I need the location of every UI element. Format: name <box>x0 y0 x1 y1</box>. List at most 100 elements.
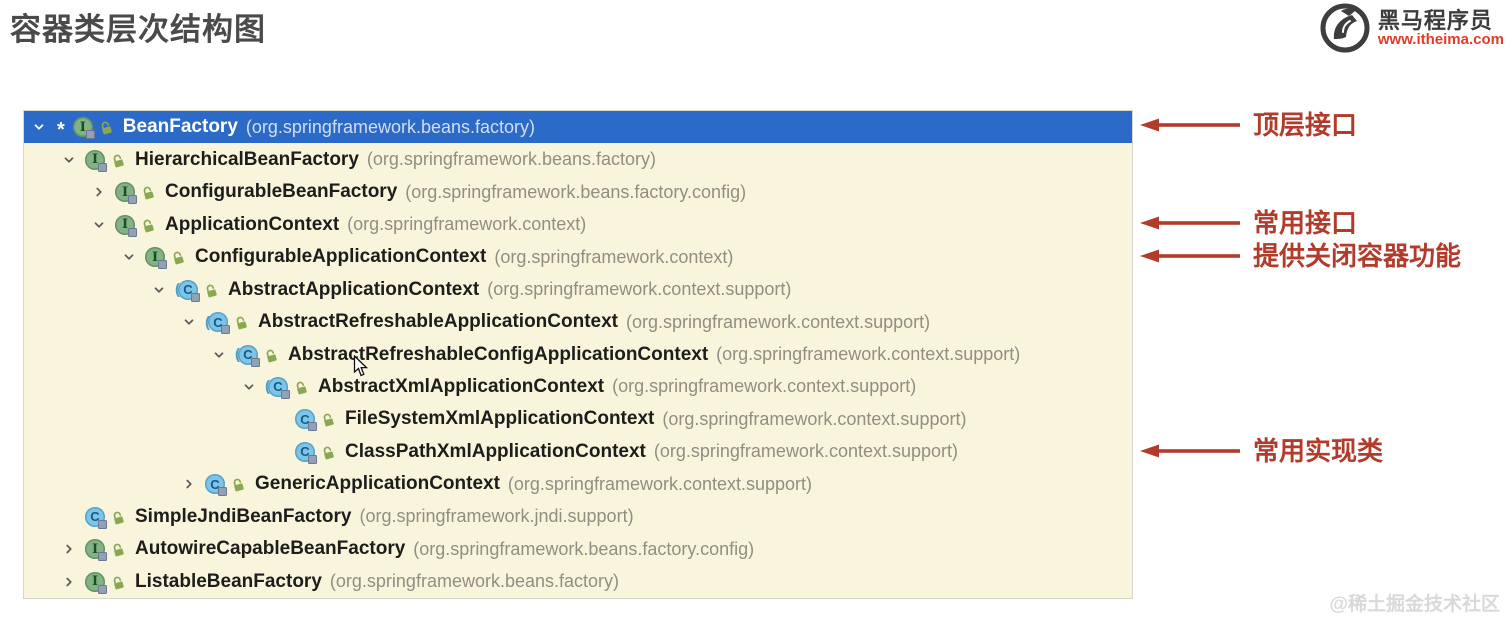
chevron-down-icon[interactable] <box>181 314 197 330</box>
package-name: (org.springframework.context.support) <box>612 376 917 397</box>
watermark: @稀土掘金技术社区 <box>1329 594 1500 615</box>
class-icon: (C <box>205 312 230 335</box>
annotation-label: 常用实现类 <box>1253 436 1384 467</box>
modifier-badge <box>158 260 167 270</box>
indent <box>24 257 121 258</box>
class-name: ListableBeanFactory <box>135 570 322 592</box>
lock-icon <box>320 411 336 427</box>
annotation-3: 常用实现类 <box>1140 438 1383 464</box>
indent <box>24 322 181 323</box>
indent <box>24 127 31 128</box>
indent <box>24 354 211 355</box>
abstract-marker: ( <box>265 378 270 395</box>
indent <box>24 386 241 387</box>
lock-icon <box>140 217 156 233</box>
interface-icon: I <box>85 149 107 172</box>
class-name: AbstractRefreshableApplicationContext <box>258 311 619 333</box>
modifier-badge <box>191 292 200 302</box>
lock-icon <box>110 541 126 557</box>
interface-icon: I <box>115 182 137 205</box>
class-name: FileSystemXmlApplicationContext <box>345 408 655 430</box>
modifier-badge <box>128 227 137 237</box>
chevron-right-icon[interactable] <box>181 476 197 492</box>
package-name: (org.springframework.context.support) <box>626 311 931 332</box>
class-icon: C <box>85 506 107 529</box>
chevron-right-icon[interactable] <box>91 184 107 200</box>
chevron-down-icon[interactable] <box>91 217 107 233</box>
chevron-right-icon[interactable] <box>61 574 77 590</box>
tree-row-AbstractXmlApplicationContext[interactable]: (CAbstractXmlApplicationContext(org.spri… <box>24 371 1132 403</box>
annotation-label: 提供关闭容器功能 <box>1253 240 1462 271</box>
indent <box>24 516 61 517</box>
abstract-marker: ( <box>205 314 210 331</box>
package-name: (org.springframework.jndi.support) <box>359 506 634 527</box>
modifier-badge <box>98 584 107 594</box>
chevron-down-icon[interactable] <box>31 119 47 135</box>
package-name: (org.springframework.beans.factory) <box>329 571 620 592</box>
tree-row-AbstractRefreshableConfigApplicationContext[interactable]: (CAbstractRefreshableConfigApplicationCo… <box>24 338 1132 370</box>
modifier-badge <box>128 195 137 205</box>
modifier-badge <box>98 162 107 172</box>
tree-row-ConfigurableBeanFactory[interactable]: I ConfigurableBeanFactory (org.springframe… <box>24 176 1132 208</box>
tree-row-SimpleJndiBeanFactory[interactable]: C SimpleJndiBeanFactory (org.springframewo… <box>24 501 1132 533</box>
left-arrow-icon <box>1140 118 1240 132</box>
chevron-down-icon[interactable] <box>211 347 227 363</box>
lock-icon <box>110 509 126 525</box>
class-name: AbstractXmlApplicationContext <box>318 375 605 397</box>
class-icon: C <box>295 409 317 432</box>
package-name: (org.springframework.context.support) <box>716 344 1021 365</box>
annotation-0: 顶层接口 <box>1140 112 1357 138</box>
lock-icon <box>98 119 114 135</box>
lock-icon <box>320 444 336 460</box>
logo-brand-text: 黑马程序员 <box>1377 7 1493 33</box>
modifier-badge <box>251 357 260 367</box>
interface-icon: I <box>145 247 167 270</box>
left-arrow-icon <box>1140 216 1240 230</box>
logo-text: 黑马程序员 www.itheima.com <box>1377 7 1504 48</box>
annotation-2: 提供关闭容器功能 <box>1140 243 1461 269</box>
page-title: 容器类层次结构图 <box>10 12 266 47</box>
chevron-down-icon[interactable] <box>121 249 137 265</box>
package-name: (org.springframework.context.support) <box>662 408 967 429</box>
class-name: ConfigurableBeanFactory <box>165 181 398 203</box>
chevron-right-icon[interactable] <box>61 541 77 557</box>
chevron-down-icon[interactable] <box>151 282 167 298</box>
tree-row-FileSystemXmlApplicationContext[interactable]: C FileSystemXmlApplicationContext (org.spr… <box>24 403 1132 435</box>
abstract-marker: ( <box>235 346 240 363</box>
class-name: HierarchicalBeanFactory <box>135 148 359 170</box>
chevron-spacer <box>271 411 287 427</box>
package-name: (org.springframework.context.support) <box>487 279 792 300</box>
class-name: GenericApplicationContext <box>255 473 500 495</box>
chevron-down-icon[interactable] <box>241 379 257 395</box>
chevron-down-icon[interactable] <box>61 152 77 168</box>
annotation-label: 顶层接口 <box>1253 110 1358 141</box>
modifier-badge <box>221 325 230 335</box>
class-name: SimpleJndiBeanFactory <box>135 505 352 527</box>
modifier-badge <box>85 130 95 140</box>
package-name: (org.springframework.context) <box>347 214 587 235</box>
class-icon: C <box>295 441 317 464</box>
class-icon: C <box>205 474 227 497</box>
tree-row-AbstractRefreshableApplicationContext[interactable]: (C AbstractRefreshableApplicationContext (… <box>24 306 1132 338</box>
lock-icon <box>263 347 279 363</box>
interface-icon: I <box>115 214 137 237</box>
package-name: (org.springframework.beans.factory.confi… <box>405 181 747 202</box>
indent <box>24 484 181 485</box>
indent <box>24 549 61 550</box>
modifier-badge <box>218 487 227 497</box>
class-name: ClassPathXmlApplicationContext <box>345 440 646 462</box>
modifier-badge <box>308 422 317 432</box>
indent <box>24 224 91 225</box>
annotation-label: 常用接口 <box>1253 208 1358 239</box>
tree-row-AbstractApplicationContext[interactable]: (CAbstractApplicationContext(org.springf… <box>24 273 1132 305</box>
